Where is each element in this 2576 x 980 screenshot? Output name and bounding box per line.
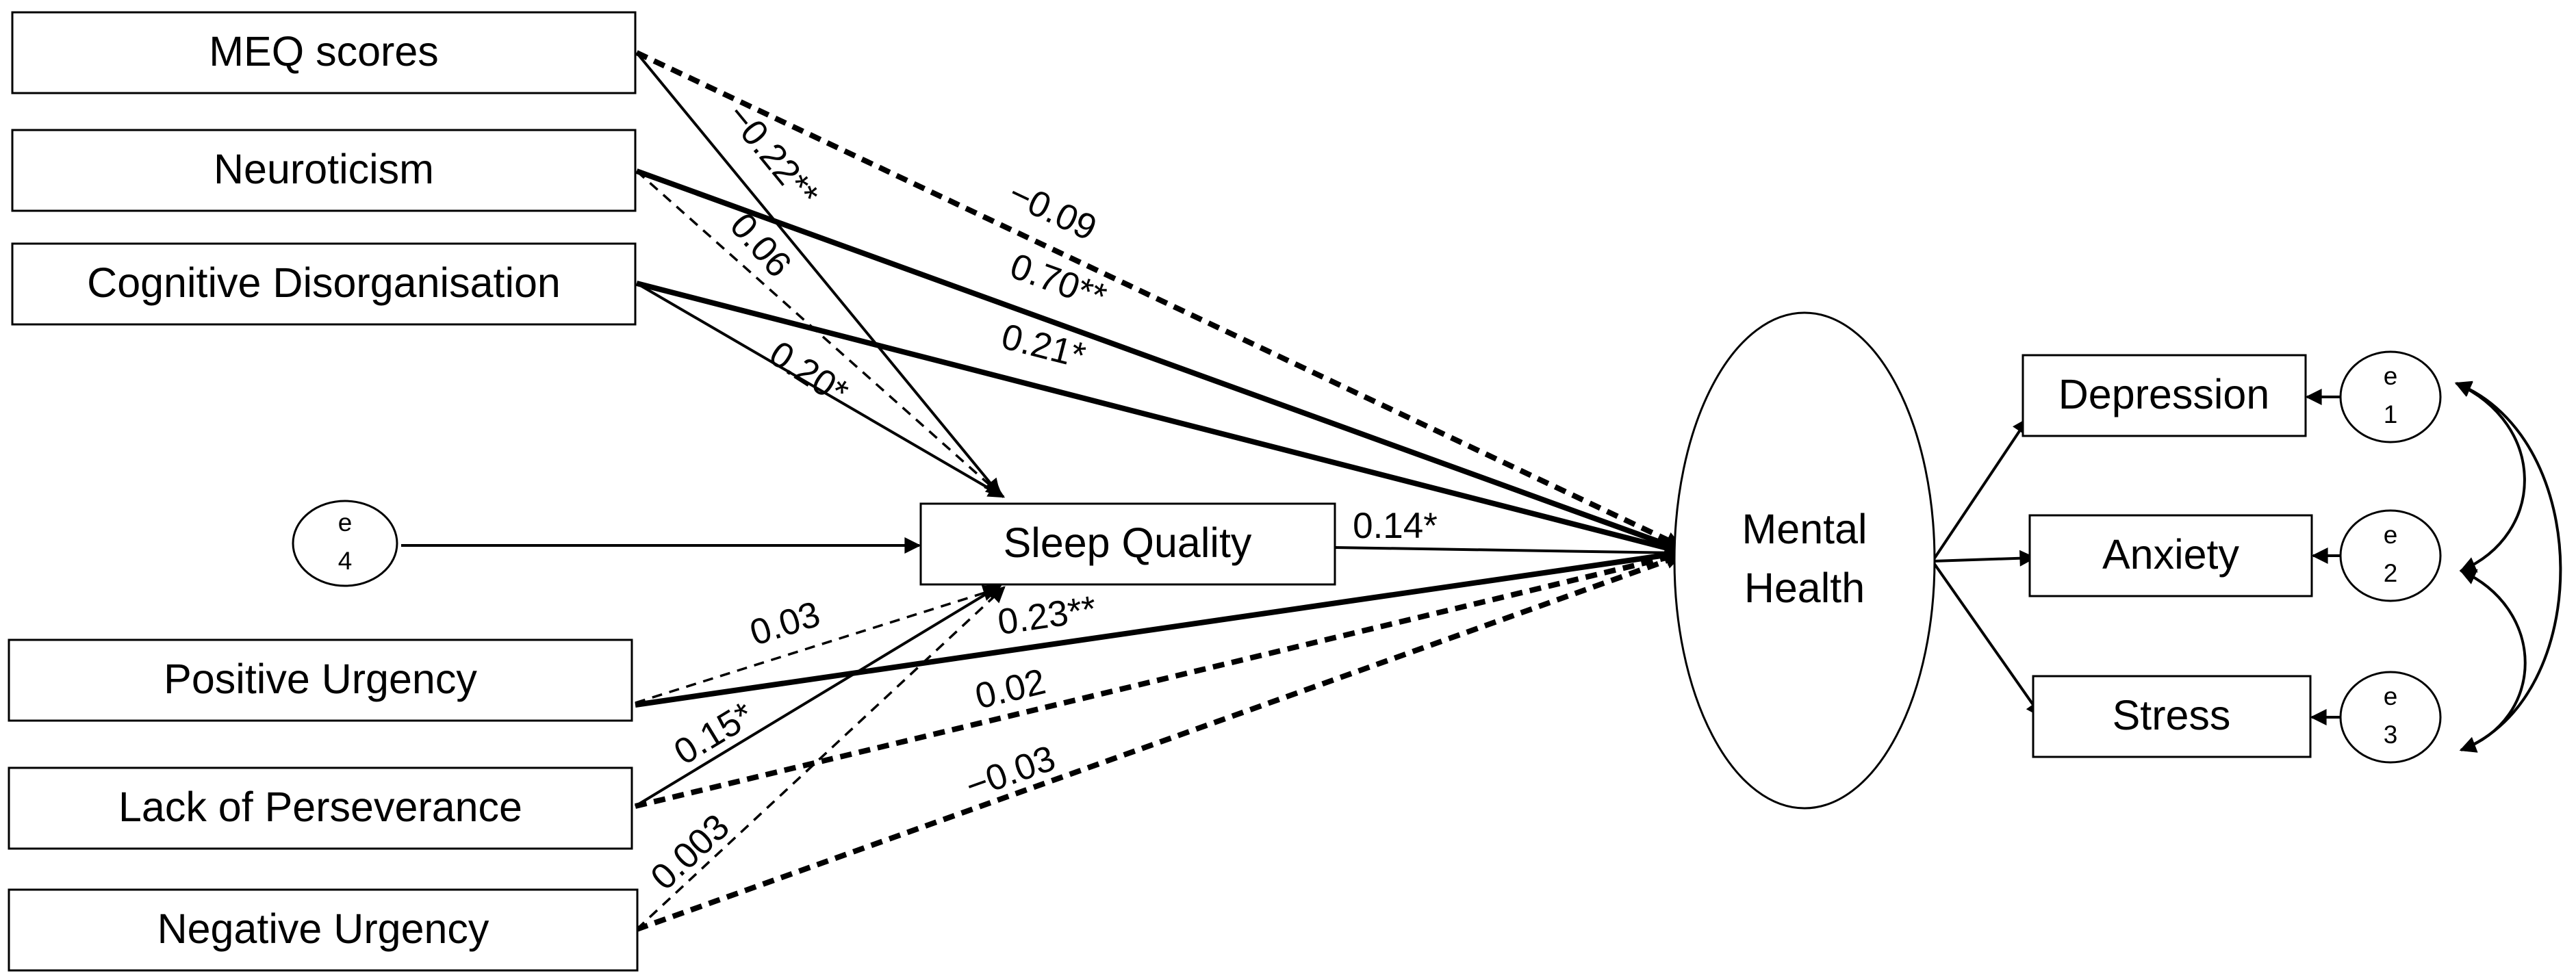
edges — [401, 50, 2562, 932]
coef-meq-sleep: −0.22** — [719, 96, 826, 214]
node-negative-urgency: Negative Urgency — [8, 888, 639, 972]
coef-sleep-mental: 0.14* — [1353, 506, 1438, 546]
node-stress: Stress — [2032, 675, 2312, 758]
edge-mental-to-depression — [1931, 417, 2029, 563]
coef-neuro-mental: 0.70** — [1005, 246, 1112, 318]
covariance-e1-e3 — [2454, 381, 2562, 753]
coef-pos-sleep: 0.03 — [745, 594, 825, 654]
coef-neuro-sleep: 0.06 — [722, 205, 800, 285]
error-e3: e 3 — [2339, 671, 2442, 764]
edge-neg-to-sleep — [635, 586, 1006, 931]
coef-pos-mental: 0.23** — [995, 589, 1099, 643]
node-sleep-quality: Sleep Quality — [919, 502, 1336, 586]
edge-mental-to-stress — [1931, 560, 2043, 718]
node-anxiety: Anxiety — [2028, 514, 2313, 597]
covariance-e2-e3 — [2459, 569, 2527, 753]
edge-pos-to-mental — [635, 547, 1683, 708]
node-lack-of-perseverance: Lack of Perseverance — [8, 766, 633, 850]
coef-meq-mental: −0.09 — [1002, 173, 1102, 249]
label-cognitive-disorganisation: Cognitive Disorganisation — [87, 259, 561, 306]
node-positive-urgency: Positive Urgency — [8, 639, 633, 722]
coef-cog-mental: 0.21* — [997, 316, 1090, 376]
label-depression: Depression — [2058, 371, 2270, 417]
label-e4-bottom: 4 — [338, 547, 353, 575]
node-meq: MEQ scores — [11, 11, 637, 94]
coef-lack-sleep: 0.15* — [667, 695, 761, 773]
label-e3-top: e — [2384, 682, 2398, 710]
label-e4-top: e — [338, 508, 353, 537]
coef-neg-sleep: 0.003 — [643, 806, 737, 898]
node-depression: Depression — [2022, 354, 2307, 437]
edge-sleep-to-mental — [1334, 544, 1683, 561]
edge-pos-to-sleep — [635, 585, 1000, 704]
label-e2-bottom: 2 — [2384, 559, 2398, 587]
error-e1: e 1 — [2339, 350, 2442, 443]
label-lack-of-perseverance: Lack of Perseverance — [118, 784, 522, 830]
error-e4: e 4 — [292, 500, 398, 587]
coefficient-labels: −0.22** −0.09 0.70** 0.06 0.21* 0.20* 0.… — [643, 96, 1437, 898]
edge-neuro-to-sleep — [635, 170, 1003, 497]
label-mental-health-line2: Health — [1744, 565, 1865, 611]
label-neuroticism: Neuroticism — [214, 146, 434, 192]
label-meq: MEQ scores — [209, 28, 439, 75]
label-e3-bottom: 3 — [2384, 721, 2398, 749]
edge-lack-to-sleep — [634, 584, 1003, 808]
label-e2-top: e — [2384, 521, 2398, 549]
edge-meq-to-sleep — [635, 51, 1001, 495]
edge-meq-to-mental — [635, 50, 1683, 549]
label-e1-bottom: 1 — [2384, 400, 2398, 428]
label-negative-urgency: Negative Urgency — [157, 905, 489, 952]
node-neuroticism: Neuroticism — [11, 129, 637, 212]
node-mental-health: Mental Health — [1673, 311, 1936, 810]
edge-cog-to-mental — [636, 281, 1683, 556]
error-e2: e 2 — [2339, 509, 2442, 602]
coef-neg-mental: −0.03 — [960, 738, 1060, 807]
label-sleep-quality: Sleep Quality — [1004, 519, 1252, 566]
covariance-e1-e2 — [2454, 382, 2526, 573]
label-e1-top: e — [2384, 362, 2398, 390]
edge-cog-to-sleep — [635, 282, 1006, 498]
label-anxiety: Anxiety — [2102, 531, 2240, 578]
edge-neg-to-mental — [635, 552, 1683, 932]
edge-mental-to-anxiety — [1932, 550, 2037, 567]
label-stress: Stress — [2113, 692, 2231, 738]
label-mental-health-line1: Mental — [1742, 506, 1867, 552]
label-positive-urgency: Positive Urgency — [164, 656, 477, 702]
edge-neuro-to-mental — [635, 168, 1683, 552]
edge-lack-to-mental — [635, 550, 1683, 809]
node-cognitive-disorganisation: Cognitive Disorganisation — [11, 242, 637, 326]
